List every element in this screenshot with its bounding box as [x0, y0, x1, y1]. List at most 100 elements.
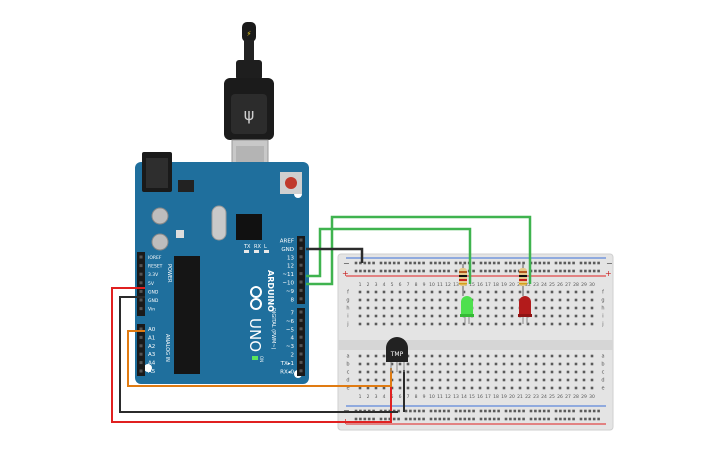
breadboard-hole[interactable]: [542, 370, 546, 374]
breadboard-hole[interactable]: [558, 354, 562, 358]
breadboard-hole[interactable]: [398, 290, 402, 294]
breadboard-hole[interactable]: [484, 417, 487, 421]
breadboard-hole[interactable]: [510, 362, 514, 366]
breadboard-hole[interactable]: [374, 306, 378, 310]
breadboard-hole[interactable]: [406, 362, 410, 366]
breadboard-hole[interactable]: [494, 314, 498, 318]
green-led[interactable]: [460, 296, 474, 324]
breadboard-hole[interactable]: [534, 314, 538, 318]
breadboard-hole[interactable]: [547, 261, 550, 265]
breadboard-hole[interactable]: [494, 290, 498, 294]
breadboard-hole[interactable]: [446, 362, 450, 366]
breadboard-hole[interactable]: [550, 322, 554, 326]
breadboard-hole[interactable]: [454, 322, 458, 326]
breadboard-hole[interactable]: [554, 417, 558, 421]
breadboard-hole[interactable]: [422, 290, 426, 294]
breadboard-hole[interactable]: [492, 409, 496, 413]
breadboard-hole[interactable]: [478, 378, 482, 382]
header-pin[interactable]: [299, 335, 303, 339]
breadboard-hole[interactable]: [374, 362, 378, 366]
header-pin[interactable]: [139, 298, 143, 302]
breadboard-hole[interactable]: [404, 269, 408, 273]
breadboard-hole[interactable]: [509, 269, 512, 273]
breadboard-hole[interactable]: [486, 378, 490, 382]
breadboard-hole[interactable]: [454, 409, 458, 413]
breadboard-hole[interactable]: [592, 409, 596, 413]
breadboard-hole[interactable]: [526, 354, 530, 358]
breadboard-hole[interactable]: [559, 261, 562, 265]
breadboard-hole[interactable]: [558, 290, 562, 294]
breadboard-hole[interactable]: [558, 370, 562, 374]
breadboard-hole[interactable]: [414, 386, 418, 390]
breadboard-hole[interactable]: [422, 417, 425, 421]
breadboard-hole[interactable]: [542, 306, 546, 310]
breadboard-hole[interactable]: [554, 409, 558, 413]
breadboard-hole[interactable]: [406, 306, 410, 310]
breadboard-hole[interactable]: [379, 417, 383, 421]
breadboard-hole[interactable]: [588, 261, 592, 265]
breadboard-hole[interactable]: [462, 362, 466, 366]
breadboard-hole[interactable]: [534, 409, 537, 413]
breadboard-hole[interactable]: [398, 378, 402, 382]
breadboard-hole[interactable]: [526, 378, 530, 382]
breadboard-hole[interactable]: [592, 417, 596, 421]
breadboard-hole[interactable]: [430, 314, 434, 318]
breadboard-hole[interactable]: [558, 306, 562, 310]
breadboard-hole[interactable]: [462, 290, 466, 294]
breadboard-hole[interactable]: [382, 354, 386, 358]
breadboard-hole[interactable]: [374, 370, 378, 374]
breadboard-hole[interactable]: [488, 409, 492, 413]
breadboard-hole[interactable]: [590, 378, 594, 382]
breadboard-hole[interactable]: [358, 362, 362, 366]
breadboard-hole[interactable]: [374, 322, 378, 326]
breadboard-hole[interactable]: [517, 261, 521, 265]
breadboard-hole[interactable]: [366, 386, 370, 390]
breadboard-hole[interactable]: [574, 386, 578, 390]
breadboard-hole[interactable]: [382, 314, 386, 318]
breadboard-hole[interactable]: [430, 370, 434, 374]
breadboard-hole[interactable]: [438, 386, 442, 390]
breadboard-hole[interactable]: [550, 378, 554, 382]
breadboard-hole[interactable]: [517, 409, 521, 413]
breadboard-hole[interactable]: [542, 290, 546, 294]
breadboard-hole[interactable]: [542, 362, 546, 366]
breadboard-hole[interactable]: [382, 370, 386, 374]
breadboard-hole[interactable]: [367, 261, 371, 265]
breadboard-hole[interactable]: [372, 261, 375, 265]
breadboard-hole[interactable]: [579, 269, 583, 273]
breadboard-hole[interactable]: [558, 362, 562, 366]
breadboard-hole[interactable]: [354, 261, 358, 265]
breadboard-hole[interactable]: [434, 261, 437, 265]
breadboard-hole[interactable]: [567, 261, 571, 265]
breadboard-hole[interactable]: [479, 409, 483, 413]
breadboard-hole[interactable]: [417, 261, 421, 265]
breadboard-hole[interactable]: [588, 417, 592, 421]
breadboard-hole[interactable]: [579, 409, 583, 413]
breadboard-hole[interactable]: [566, 378, 570, 382]
breadboard-hole[interactable]: [358, 378, 362, 382]
breadboard-hole[interactable]: [486, 314, 490, 318]
breadboard-hole[interactable]: [547, 417, 550, 421]
breadboard-hole[interactable]: [366, 378, 370, 382]
breadboard-hole[interactable]: [446, 298, 450, 302]
breadboard-hole[interactable]: [379, 261, 383, 265]
header-pin[interactable]: [139, 369, 143, 373]
breadboard-hole[interactable]: [542, 269, 546, 273]
breadboard-hole[interactable]: [430, 306, 434, 310]
breadboard-hole[interactable]: [488, 261, 492, 265]
header-pin[interactable]: [139, 335, 143, 339]
breadboard-hole[interactable]: [358, 290, 362, 294]
breadboard-hole[interactable]: [472, 261, 475, 265]
breadboard-hole[interactable]: [486, 362, 490, 366]
breadboard-hole[interactable]: [454, 417, 458, 421]
breadboard-hole[interactable]: [494, 306, 498, 310]
breadboard-hole[interactable]: [438, 290, 442, 294]
breadboard-hole[interactable]: [363, 417, 367, 421]
header-pin[interactable]: [139, 361, 143, 365]
breadboard-hole[interactable]: [502, 290, 506, 294]
breadboard-hole[interactable]: [597, 409, 600, 413]
breadboard-hole[interactable]: [372, 269, 375, 273]
breadboard-hole[interactable]: [529, 417, 533, 421]
breadboard-hole[interactable]: [542, 386, 546, 390]
breadboard-hole[interactable]: [504, 417, 508, 421]
